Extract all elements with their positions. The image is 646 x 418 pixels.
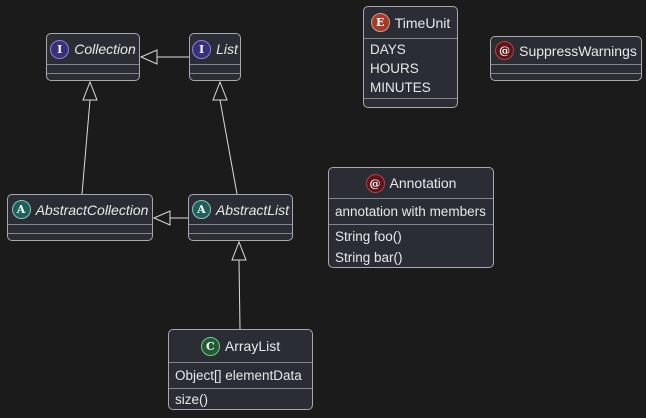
fields-compartment-empty xyxy=(189,224,292,233)
class-title: A AbstractCollection xyxy=(8,195,152,224)
annotation-icon: @ xyxy=(495,41,515,60)
edge-abstractlist-extends-abstractcollection xyxy=(152,210,188,226)
fields-compartment-empty xyxy=(190,64,240,73)
class-name: Annotation xyxy=(389,175,457,191)
field-row: annotation with members xyxy=(335,204,486,219)
class-name: SuppressWarnings xyxy=(519,42,637,59)
abstract-class-icon: A xyxy=(11,200,31,219)
class-name: Collection xyxy=(74,41,136,57)
class-box-suppresswarnings: @ SuppressWarnings xyxy=(490,36,642,81)
abstract-class-icon: A xyxy=(191,200,211,219)
class-name: AbstractList xyxy=(215,201,290,218)
class-box-timeunit: E TimeUnit DAYS HOURS MINUTES xyxy=(363,6,458,108)
enum-value: HOURS xyxy=(370,61,419,76)
fields-compartment-empty xyxy=(8,224,152,233)
method-row: String foo() xyxy=(335,229,402,244)
class-box-annotation: @ Annotation annotation with members Str… xyxy=(328,167,494,268)
class-name: AbstractCollection xyxy=(35,201,149,218)
methods-compartment: String foo() String bar() xyxy=(329,224,493,267)
annotation-icon: @ xyxy=(365,173,385,193)
methods-compartment: size() xyxy=(169,388,312,409)
enum-values-compartment: DAYS HOURS MINUTES xyxy=(364,38,457,98)
method-row: size() xyxy=(175,391,208,407)
methods-compartment-empty xyxy=(190,73,240,80)
methods-compartment-empty xyxy=(189,233,292,240)
fields-compartment-empty xyxy=(491,64,641,73)
class-title: I Collection xyxy=(47,34,139,64)
enum-value: DAYS xyxy=(370,42,406,57)
methods-compartment-empty xyxy=(364,98,457,107)
class-box-abstractlist: A AbstractList xyxy=(188,194,293,241)
class-title: @ SuppressWarnings xyxy=(491,37,641,64)
enum-icon: E xyxy=(370,13,390,32)
class-title: @ Annotation xyxy=(329,168,493,198)
fields-compartment: Object[] elementData xyxy=(169,362,312,388)
edge-list-extends-collection xyxy=(139,49,189,65)
method-row: String bar() xyxy=(335,250,403,265)
class-box-arraylist: C ArrayList Object[] elementData size() xyxy=(168,329,313,410)
edge-abstractlist-extends-list xyxy=(212,80,238,195)
class-name: ArrayList xyxy=(224,338,281,354)
edge-arraylist-extends-abstractlist xyxy=(231,240,247,330)
fields-compartment-empty xyxy=(47,64,139,73)
class-title: C ArrayList xyxy=(169,330,312,362)
class-title: A AbstractList xyxy=(189,195,292,224)
methods-compartment-empty xyxy=(47,73,139,80)
class-title: E TimeUnit xyxy=(364,7,457,38)
interface-icon: I xyxy=(50,39,70,59)
field-row: Object[] elementData xyxy=(175,368,302,383)
class-box-list: I List xyxy=(189,33,241,81)
enum-value: MINUTES xyxy=(370,80,431,95)
interface-icon: I xyxy=(192,39,212,59)
methods-compartment-empty xyxy=(491,73,641,80)
class-name: List xyxy=(216,41,238,57)
class-name: TimeUnit xyxy=(394,14,451,31)
class-icon: C xyxy=(200,336,220,356)
fields-compartment: annotation with members xyxy=(329,198,493,224)
class-title: I List xyxy=(190,34,240,64)
edge-abstractcollection-extends-collection xyxy=(81,80,98,195)
class-box-abstractcollection: A AbstractCollection xyxy=(7,194,153,241)
methods-compartment-empty xyxy=(8,233,152,240)
class-box-collection: I Collection xyxy=(46,33,140,81)
